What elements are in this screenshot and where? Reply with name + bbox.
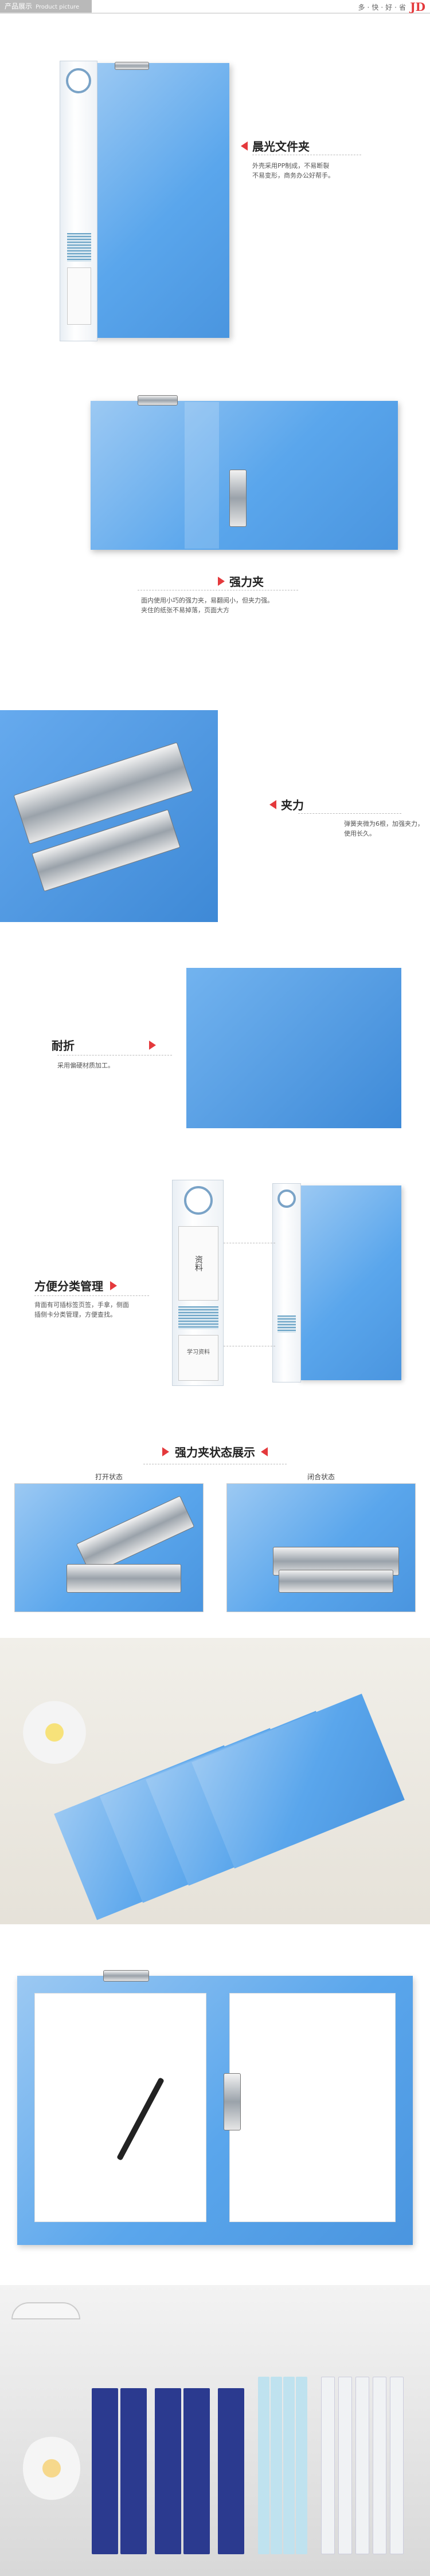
- jd-logo: JD: [410, 0, 425, 14]
- binder-navy: [155, 2388, 181, 2554]
- folder-side-spine: [272, 1183, 301, 1382]
- feature3-desc-1: 弹簧夹微为6根，加强夹力，: [344, 820, 424, 828]
- feature1-desc-2: 不易变形，商务办公好帮手。: [252, 172, 334, 179]
- feature2-title: 强力夹: [229, 575, 264, 589]
- arrow-right-icon: [218, 576, 225, 586]
- arrow-right-icon: [110, 1281, 117, 1290]
- feature4-title: 耐折: [52, 1039, 75, 1053]
- desk-lamp-icon: [11, 2302, 80, 2319]
- feature6-title: 强力夹状态展示: [175, 1445, 255, 1459]
- section-lifestyle-folders: [0, 1638, 430, 1924]
- folder-light-blue: [271, 2377, 282, 2554]
- top-clip-icon: [103, 1970, 149, 1982]
- arrow-left-icon: [241, 141, 248, 151]
- feature2-desc-1: 面内使用小巧的强力夹，易翻阅小，但夹力强。: [141, 597, 273, 604]
- folder-cover: [92, 63, 229, 338]
- tab-title-cn: 产品展示: [5, 2, 33, 10]
- arrow-left-icon: [269, 799, 276, 809]
- callout-feature5: 方便分类管理: [34, 1277, 117, 1294]
- folder-white: [321, 2377, 335, 2554]
- section-folder-closed: 晨光文件夹 外壳采用PP制成，不易断裂 不易变形，商务办公好帮手。: [0, 34, 430, 367]
- ring-hole-icon: [184, 1186, 213, 1215]
- binder-navy: [218, 2388, 244, 2554]
- arrow-right-icon: [162, 1447, 169, 1456]
- section-shelf: [0, 2285, 430, 2576]
- open-folder-spine: [185, 402, 219, 549]
- spine-stripes: [277, 1315, 296, 1333]
- folder-white: [373, 2377, 386, 2554]
- feature5-desc-1: 背面有可插标签页签，手拿，侧面: [34, 1301, 129, 1309]
- section-clip-force: 夹力 弹簧夹微为6根，加强夹力， 使用长久。: [0, 699, 430, 951]
- spine-stripes: [67, 233, 91, 262]
- feature1-title: 晨光文件夹: [252, 140, 310, 153]
- feature3-title: 夹力: [281, 798, 304, 812]
- paper-left: [34, 1993, 206, 2222]
- tab-title-en: Product picture: [36, 4, 80, 10]
- side-clip-icon: [229, 470, 247, 527]
- slogan-text: 多·快·好·省: [358, 3, 408, 11]
- feature5-desc-2: 插侧卡分类管理，方便查找。: [34, 1311, 116, 1318]
- flower-icon: [23, 1701, 86, 1764]
- callout-feature4: 耐折: [52, 1037, 156, 1053]
- folder-white: [355, 2377, 369, 2554]
- spine-info-card: 学习资料: [178, 1335, 218, 1381]
- clip-base-icon: [67, 1564, 181, 1593]
- section-durable: 耐折 采用偏硬材质加工。: [0, 962, 430, 1157]
- top-clip-icon: [115, 62, 149, 70]
- callout-feature1: 晨光文件夹 外壳采用PP制成，不易断裂 不易变形，商务办公好帮手。: [241, 137, 361, 180]
- section-folder-open: 强力夹 面内使用小巧的强力夹，易翻阅小，但夹力强。 夹住的纸张不易掉落，页面大方: [0, 395, 430, 670]
- arrow-right-icon: [149, 1040, 156, 1050]
- feature1-desc-1: 外壳采用PP制成，不易断裂: [252, 162, 330, 170]
- top-clip-icon: [138, 395, 178, 405]
- folder-corner-photo: [186, 968, 401, 1128]
- feature3-desc-2: 使用长久。: [344, 830, 376, 837]
- section-open-with-papers: [0, 1959, 430, 2256]
- folder-white: [338, 2377, 352, 2554]
- section-labels: 资料 学习资料 方便分类管理 背面有可插标签页签，手拿，侧面 插侧卡分类管理，方…: [0, 1174, 430, 1437]
- ring-hole-icon: [277, 1189, 296, 1208]
- side-clip-icon: [224, 2073, 241, 2130]
- folder-white: [390, 2377, 404, 2554]
- ring-hole-icon: [66, 68, 91, 93]
- folder-side-photo: [298, 1185, 401, 1380]
- clip-states-heading: 强力夹状态展示: [0, 1443, 430, 1460]
- clip-open-photo: [14, 1483, 204, 1612]
- binder-navy: [120, 2388, 147, 2554]
- callout-feature2: 强力夹: [218, 573, 264, 589]
- clip-base-icon: [279, 1570, 393, 1593]
- binder-navy: [92, 2388, 118, 2554]
- section-clip-states: 强力夹状态展示 打开状态 闭合状态: [0, 1443, 430, 1615]
- folder-light-blue: [296, 2377, 307, 2554]
- binder-navy: [183, 2388, 210, 2554]
- callout-rule: [34, 1295, 149, 1296]
- folder-light-blue: [258, 2377, 269, 2554]
- spine-label-window: [67, 267, 91, 325]
- folder-spine: [60, 61, 97, 341]
- paper-right: [229, 1993, 396, 2222]
- folder-light-blue: [283, 2377, 295, 2554]
- spine-label-card: 资料: [178, 1226, 218, 1301]
- state-open-label: 打开状态: [95, 1473, 123, 1481]
- callout-feature3: 夹力: [269, 796, 304, 813]
- spine-stripes: [178, 1306, 218, 1329]
- state-closed-label: 闭合状态: [307, 1473, 335, 1481]
- clip-open-icon: [76, 1495, 195, 1575]
- feature2-desc-2: 夹住的纸张不易掉落，页面大方: [141, 606, 229, 614]
- arrow-left-icon: [261, 1447, 268, 1456]
- feature4-desc-1: 采用偏硬材质加工。: [57, 1062, 114, 1069]
- flower-icon: [23, 2434, 80, 2503]
- spine-closeup: 资料 学习资料: [172, 1180, 224, 1386]
- feature5-title: 方便分类管理: [34, 1279, 103, 1293]
- clip-closed-photo: [226, 1483, 416, 1612]
- header-divider: [0, 13, 430, 14]
- callout-rule: [298, 813, 401, 814]
